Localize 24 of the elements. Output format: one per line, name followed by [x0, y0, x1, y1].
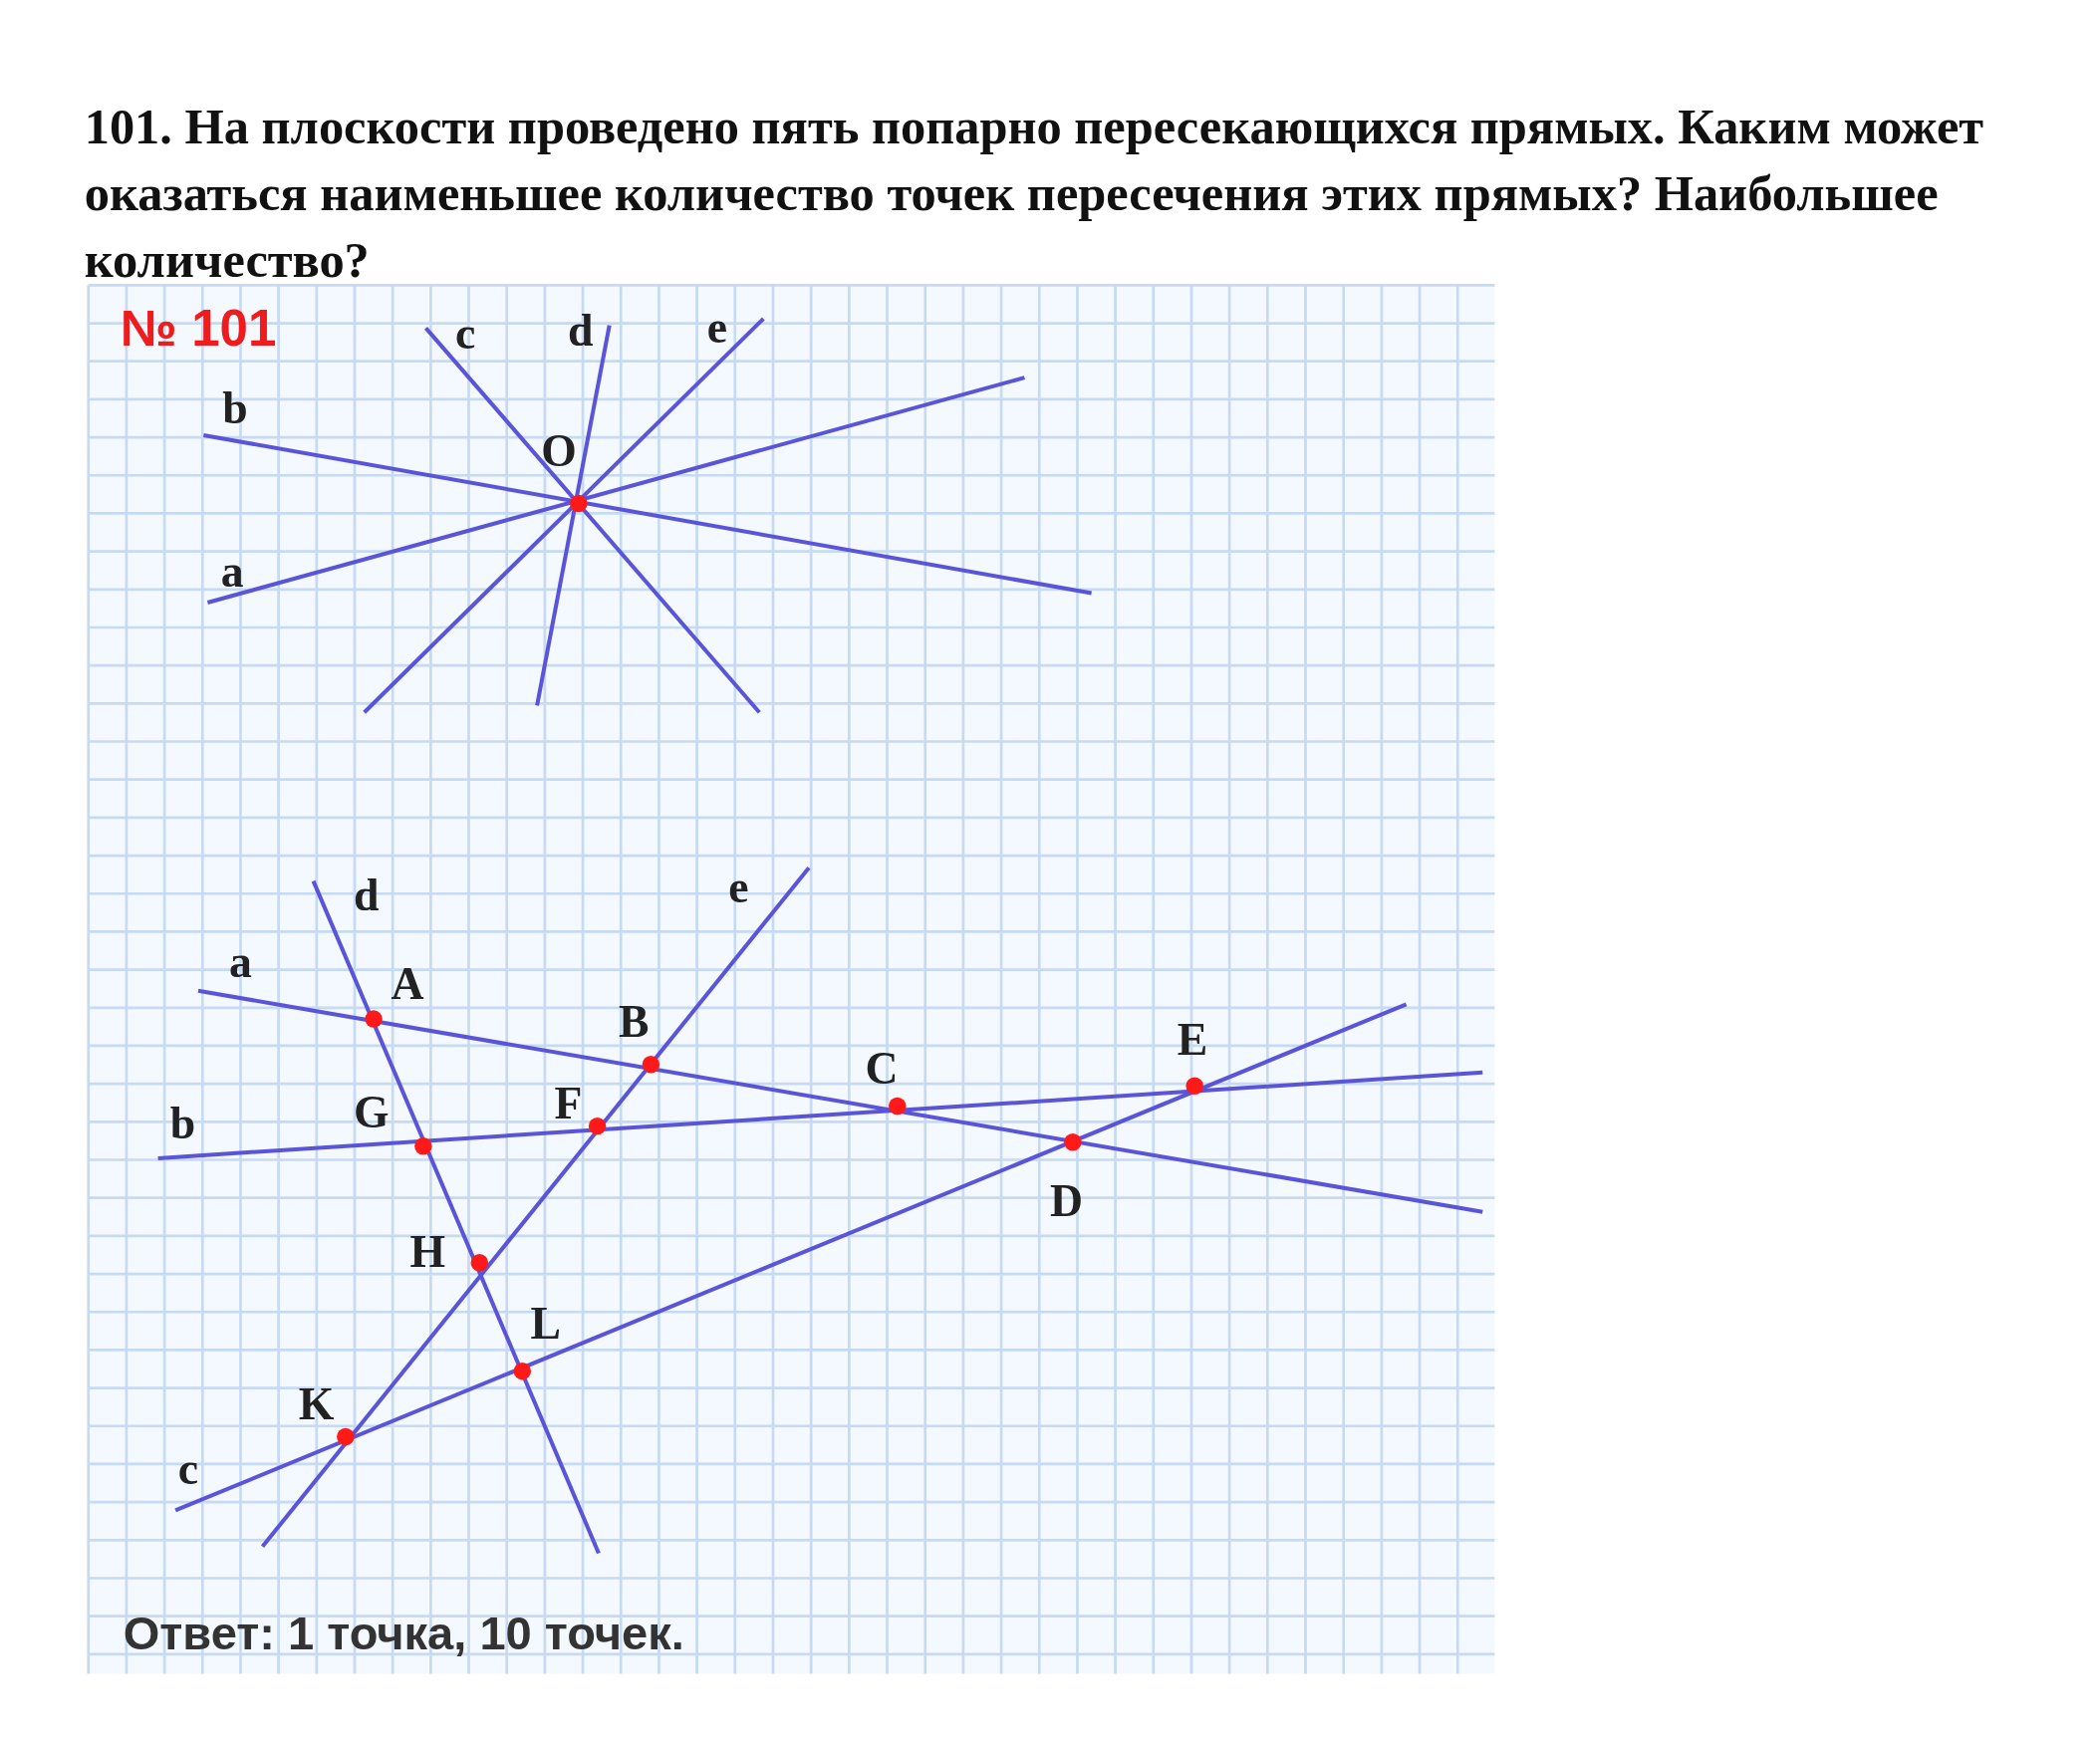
point-label: E: [1177, 1017, 1208, 1064]
problem-number: № 101: [121, 302, 277, 354]
point-label: A: [391, 961, 424, 1007]
line-label: b: [222, 385, 248, 431]
point-label: K: [298, 1381, 335, 1428]
point-label: L: [530, 1301, 561, 1348]
line-label: b: [169, 1101, 196, 1146]
line-label: e: [728, 865, 749, 911]
line-label: c: [455, 310, 476, 357]
point-label: D: [1050, 1178, 1083, 1224]
problem-statement: 101. На плоскости проведено пять попарно пересекающихся прямых. Каким может оказаться наименьшее количество точек пересечения этих прямых? Наибольшее количество?: [84, 98, 1985, 291]
point-label: O: [541, 428, 577, 474]
line-label: d: [568, 308, 594, 354]
point-label: B: [619, 998, 650, 1045]
point-label: F: [554, 1080, 583, 1126]
point-label: G: [353, 1090, 390, 1136]
point-label: H: [409, 1229, 445, 1275]
line-label: a: [220, 549, 244, 595]
line-label: d: [353, 872, 380, 919]
point-label: C: [865, 1045, 899, 1092]
line-label: c: [177, 1445, 199, 1492]
line-label: a: [228, 939, 252, 986]
answer-text: Ответ: 1 точка, 10 точек.: [123, 1609, 684, 1656]
line-label: e: [706, 305, 728, 352]
